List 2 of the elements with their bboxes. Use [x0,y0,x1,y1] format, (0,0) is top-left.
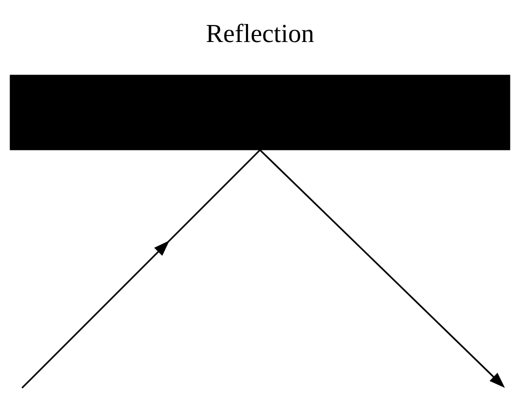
title: Reflection [206,24,314,42]
mirror-bar [10,74,510,150]
